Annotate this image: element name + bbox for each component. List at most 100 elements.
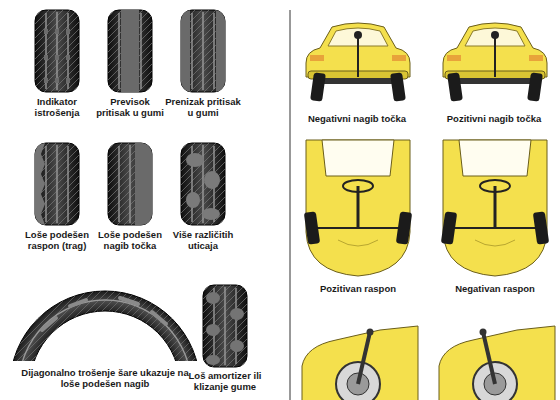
- car-top-view: [316, 227, 400, 229]
- tire-tread: [108, 143, 152, 225]
- car-side-view: [439, 326, 555, 400]
- car-side-view: [439, 326, 555, 400]
- car-top-view: [441, 140, 549, 276]
- car-top-view: [396, 211, 412, 244]
- car-top-view: [322, 140, 394, 176]
- tire-tread: [181, 10, 190, 92]
- car-rear-view: [443, 23, 547, 77]
- caption-label: Prenizak pritisak u gumi: [165, 97, 241, 119]
- car-top-view: [304, 211, 320, 244]
- caption-label: Loš amortizer ili klizanje gume: [175, 371, 275, 393]
- tire-tread: [35, 143, 45, 225]
- caption-label: Više različitih uticaja: [165, 230, 241, 252]
- car-rear-view: [529, 55, 543, 61]
- car-top-view: [453, 227, 537, 229]
- car-rear-view: [443, 23, 547, 102]
- car-rear-view: [457, 78, 533, 84]
- tire-tread: [44, 29, 48, 34]
- car-top-view: [441, 211, 457, 244]
- tire-tread: [186, 153, 220, 220]
- car-top-view: [459, 140, 531, 176]
- car-side-view: [302, 326, 418, 400]
- car-top-view: [304, 140, 412, 276]
- tire-tread: [66, 78, 70, 83]
- car-rear-view: [494, 37, 496, 77]
- tire-tread: [181, 143, 225, 225]
- tire-tread: [135, 143, 152, 225]
- car-top-view: [396, 211, 412, 244]
- tire-tread: [206, 292, 244, 365]
- tire-tread: [35, 143, 79, 225]
- tire-tread: [44, 29, 70, 83]
- car-rear-view: [491, 31, 499, 39]
- tire-profile: [10, 291, 200, 361]
- tire-tread: [206, 292, 220, 304]
- caption-label: Negativan raspon: [430, 284, 560, 295]
- car-side-view: [480, 329, 487, 336]
- tire-tread: [44, 78, 48, 83]
- tire-tread: [44, 55, 48, 60]
- car-top-view: [475, 240, 515, 246]
- car-side-view: [358, 332, 370, 384]
- car-top-view: [357, 186, 360, 228]
- tire-tread: [186, 192, 200, 208]
- tire-tread: [121, 10, 139, 92]
- tire-tread: [206, 324, 220, 336]
- car-side-view: [367, 329, 374, 336]
- tire-tread: [181, 10, 225, 92]
- car-side-view: [302, 326, 418, 400]
- tire-tread: [135, 143, 152, 225]
- car-rear-view: [527, 72, 543, 101]
- car-top-view: [441, 211, 457, 244]
- tire-tread: [55, 29, 59, 34]
- tire-tread: [108, 143, 152, 225]
- tire-tread: [181, 143, 225, 225]
- caption-label: Pozitivni nagib točka: [429, 114, 559, 125]
- tire-tread: [108, 10, 152, 92]
- tire-tread: [55, 55, 59, 60]
- tire-tread: [35, 10, 79, 92]
- tire-tread: [230, 308, 244, 320]
- divider-line: [290, 10, 291, 400]
- car-rear-view: [306, 23, 410, 77]
- car-rear-view: [320, 78, 396, 84]
- caption-label: Dijagonalno trošenje šare ukazuje na loš…: [21, 368, 189, 390]
- car-top-view: [443, 140, 547, 276]
- tire-tread: [108, 10, 152, 92]
- car-top-view: [533, 211, 549, 244]
- tire-profile: [10, 291, 200, 361]
- car-rear-view: [447, 72, 463, 101]
- tire-tread: [66, 55, 70, 60]
- tire-tread: [230, 340, 244, 352]
- car-rear-view: [447, 55, 461, 61]
- tire-tread: [203, 285, 247, 367]
- car-top-view: [533, 211, 549, 244]
- tire-tread: [55, 78, 59, 83]
- tire-tread: [204, 171, 220, 189]
- caption-label: Previsok pritisak u gumi: [92, 97, 168, 119]
- car-rear-view: [310, 55, 324, 61]
- car-rear-view: [527, 72, 543, 101]
- car-top-view: [338, 240, 378, 246]
- car-top-view: [304, 211, 320, 244]
- caption-label: Loše podešen nagib točka: [92, 230, 168, 252]
- caption-label: Pozitivan raspon: [293, 284, 423, 295]
- car-top-view: [306, 140, 410, 276]
- tire-tread: [186, 153, 204, 167]
- car-rear-view: [357, 37, 359, 77]
- car-rear-view: [310, 72, 326, 101]
- tire-tread: [216, 10, 225, 92]
- tire-tread: [35, 10, 79, 92]
- tire-tread: [66, 29, 70, 34]
- tire-profile: [10, 291, 200, 361]
- tire-tread: [181, 10, 225, 92]
- tire-tread: [202, 208, 220, 220]
- caption-label: Indikator istrošenja: [19, 97, 95, 119]
- caption-label: Loše podešen raspon (trag): [19, 230, 95, 252]
- tire-tread: [203, 285, 247, 367]
- car-rear-view: [447, 72, 463, 101]
- tire-tread: [35, 143, 45, 225]
- tire-profile: [42, 298, 166, 330]
